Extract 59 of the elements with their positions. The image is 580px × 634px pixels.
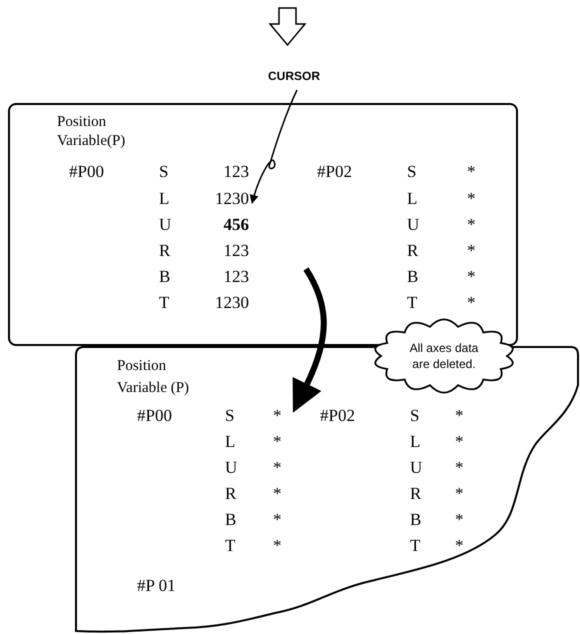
screen-value: #P 01 xyxy=(137,577,176,594)
screen-value: * xyxy=(273,407,282,424)
screen-value: L xyxy=(225,433,236,450)
screen-value: * xyxy=(273,485,282,502)
screen-value: * xyxy=(455,537,464,554)
screen-value: B xyxy=(407,268,418,285)
screen-value: S xyxy=(410,407,420,424)
screen-value: R xyxy=(410,485,422,502)
screen-value: * xyxy=(467,190,476,207)
screen-value: * xyxy=(467,163,476,180)
screen-value: L xyxy=(410,433,420,450)
screen-value: U xyxy=(159,216,172,233)
screen-value: 123 xyxy=(224,268,249,285)
screen-value: R xyxy=(225,485,236,502)
screen-heading: Position Variable(P) xyxy=(57,113,126,151)
screen-value: #P02 xyxy=(317,163,352,180)
screen-value: L xyxy=(159,190,170,207)
screen-value: U xyxy=(410,459,422,476)
screen-value: T xyxy=(225,537,236,554)
screen-value: * xyxy=(455,459,464,476)
screen-value: * xyxy=(273,511,282,528)
screen-value: #P00 xyxy=(137,407,172,424)
screen-value: * xyxy=(273,537,282,554)
screen-value: S xyxy=(159,163,168,180)
screen-value: * xyxy=(455,407,464,424)
screen-value: B xyxy=(225,511,236,528)
screen-value: * xyxy=(273,459,282,476)
screen-value: * xyxy=(455,511,464,528)
screen-value: * xyxy=(273,433,282,450)
curved-arrow xyxy=(292,267,327,414)
screen-value: T xyxy=(159,294,170,311)
screen-value: 123 xyxy=(224,163,249,180)
screen-value: 1230 xyxy=(215,294,249,311)
screen-value: * xyxy=(455,433,464,450)
cursor-label: CURSOR xyxy=(268,70,320,82)
screen-value: 123 xyxy=(224,242,249,259)
screen-value: #P02 xyxy=(320,407,355,424)
screen-value: * xyxy=(467,268,476,285)
screen-value: * xyxy=(467,216,476,233)
screen-value: R xyxy=(407,242,418,259)
screen-value: U xyxy=(225,459,238,476)
leader-line xyxy=(250,90,298,204)
screen-value: * xyxy=(467,294,476,311)
screen-value: 456 xyxy=(224,216,249,233)
screen-value: R xyxy=(159,242,170,259)
screen-value: * xyxy=(467,242,476,259)
screen-value: 1230 xyxy=(215,190,249,207)
screen-value: L xyxy=(407,190,418,207)
screen-value: B xyxy=(159,268,170,285)
screen-value: T xyxy=(407,294,418,311)
screen-heading: Position Variable (P) xyxy=(117,357,190,398)
screen-value: B xyxy=(410,511,422,528)
screen-value: T xyxy=(410,537,420,554)
screen-value: * xyxy=(455,485,464,502)
callout-text: All axes data are deleted. xyxy=(408,340,480,372)
screen-value: S xyxy=(225,407,234,424)
screen-value: #P00 xyxy=(69,163,104,180)
screen-value: S xyxy=(407,163,416,180)
screen-value: U xyxy=(407,216,420,233)
